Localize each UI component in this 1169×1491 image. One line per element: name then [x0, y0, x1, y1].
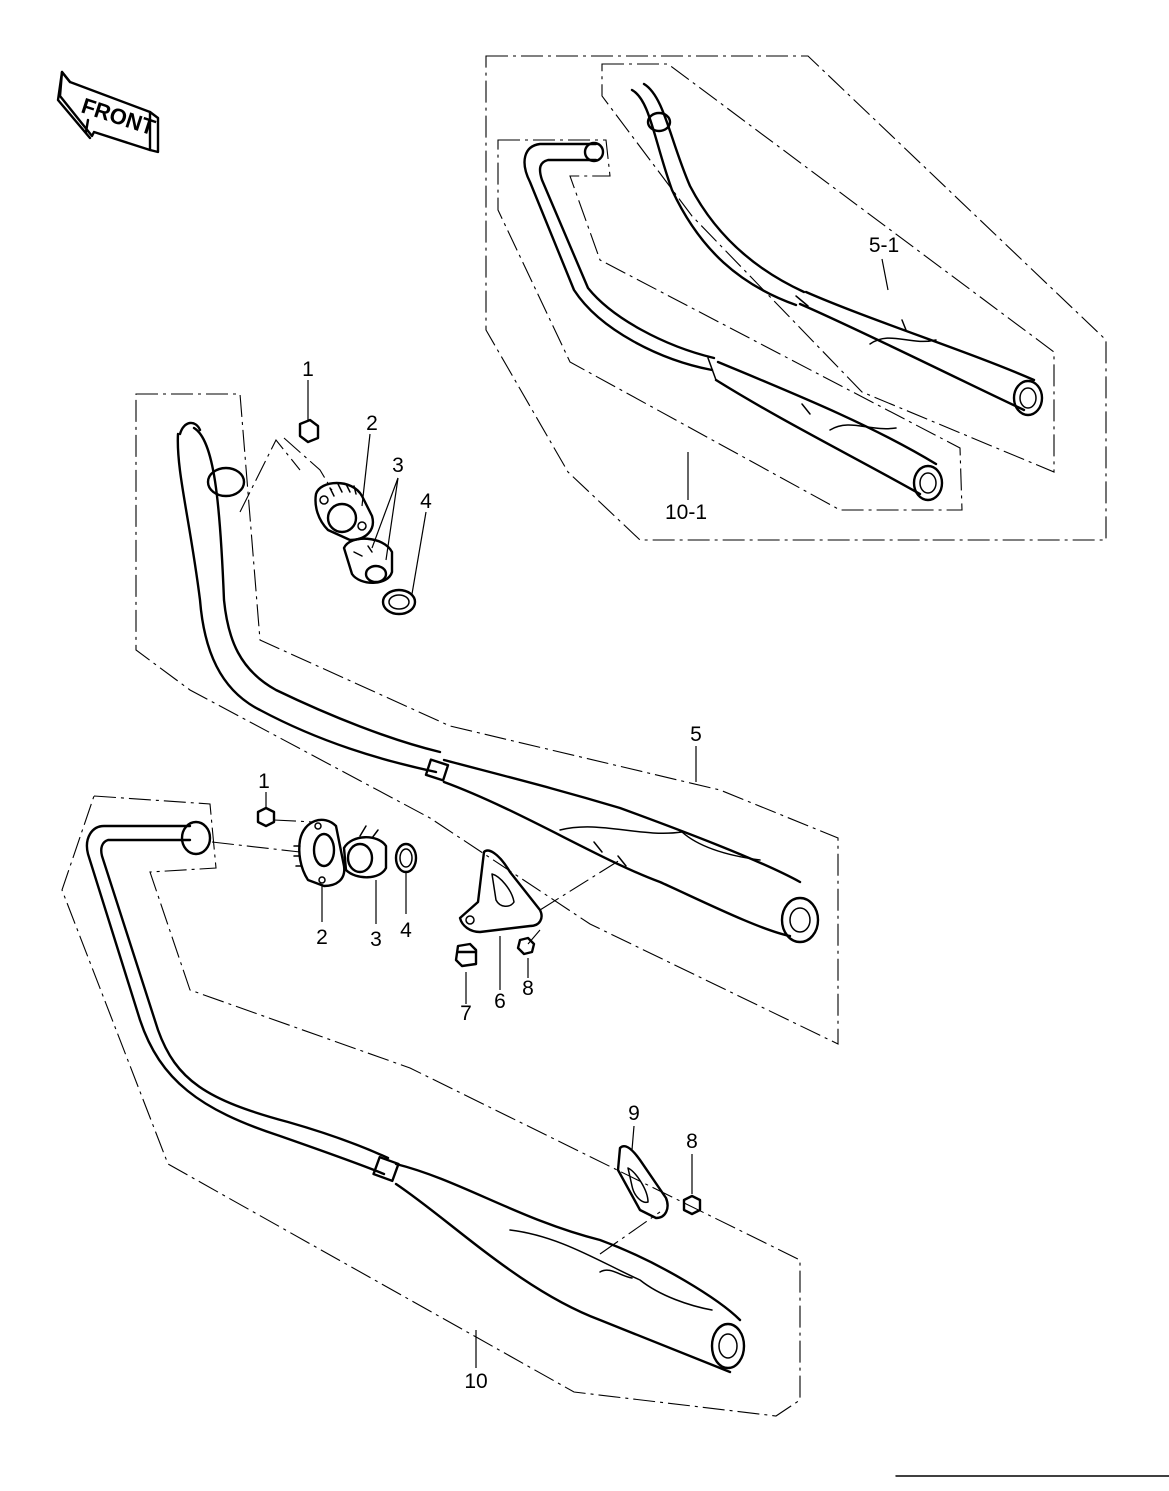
muffler-10-1-drawing [523, 141, 944, 502]
callout-1-lower: 1 [258, 770, 270, 793]
lower-gasket-shape [394, 842, 418, 874]
callout-3-upper: 3 [392, 454, 404, 477]
callout-2-lower: 2 [316, 926, 328, 949]
callout-5: 5 [690, 723, 702, 746]
lower-bracket-parts: 9 8 [599, 1102, 702, 1255]
lower-nut-shape [256, 806, 276, 828]
muffler-5-1-drawing [630, 82, 1044, 417]
front-direction-badge: FRONT [56, 70, 160, 154]
upper-collar-shape [342, 537, 394, 584]
callout-6: 6 [494, 990, 506, 1013]
muffler-left-group: 10 [61, 795, 801, 1417]
callout-8-lower: 8 [686, 1130, 698, 1153]
callout-9: 9 [628, 1102, 640, 1125]
muffler-right-group: 5 [135, 393, 839, 1045]
callout-4-lower: 4 [400, 919, 412, 942]
lower-collar-shape [342, 825, 388, 879]
mount-bracket-parts: 6 7 8 [454, 849, 621, 1025]
callout-3-lower: 3 [370, 928, 382, 951]
bracket-nut-shape [516, 936, 536, 956]
rubber-damper-shape [454, 942, 478, 968]
upper-holder-shape [314, 481, 375, 542]
upper-gasket-shape [381, 588, 417, 616]
callout-10-1: 10-1 [665, 501, 707, 524]
alt-assembly-group: 5-1 10-1 [485, 55, 1107, 541]
lower-clamp-parts: 1 2 3 4 [211, 770, 418, 951]
callout-1-upper: 1 [302, 358, 314, 381]
lower-nut-8-shape [682, 1194, 702, 1216]
callout-10: 10 [464, 1370, 487, 1393]
callout-2-upper: 2 [366, 412, 378, 435]
lower-holder-shape [293, 818, 346, 888]
upper-clamp-parts: 1 2 3 4 [239, 358, 432, 616]
callout-5-1: 5-1 [869, 234, 899, 257]
upper-nut-shape [298, 418, 320, 444]
callout-4-upper: 4 [420, 490, 432, 513]
callout-7: 7 [460, 1002, 472, 1025]
callout-8-bracket: 8 [522, 977, 534, 1000]
